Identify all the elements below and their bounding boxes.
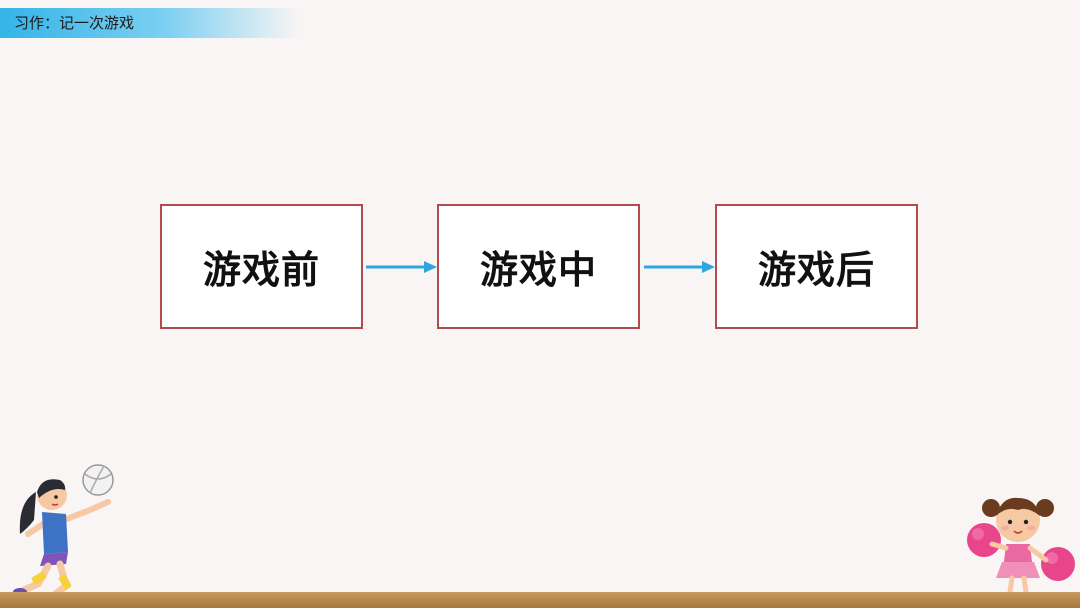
step-label-before: 游戏前 [203, 239, 320, 294]
step-label-during: 游戏中 [480, 239, 597, 294]
arrow-right-icon [642, 258, 716, 276]
volleyball-girl-icon [8, 462, 123, 608]
arrow-right-icon [364, 258, 438, 276]
step-box-after: 游戏后 [715, 204, 918, 329]
ground-strip [0, 592, 1080, 608]
page-title: 习作：记一次游戏 [14, 13, 134, 33]
step-label-after: 游戏后 [758, 239, 875, 294]
step-box-during: 游戏中 [437, 204, 640, 329]
cheerleader-girl-icon [962, 494, 1078, 594]
step-box-before: 游戏前 [160, 204, 363, 329]
